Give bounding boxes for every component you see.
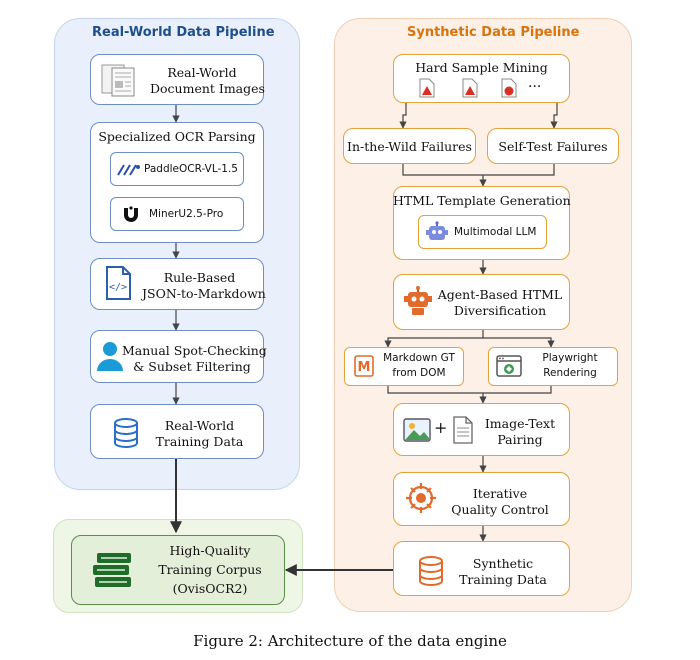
document-images-icon [100,63,140,101]
books-icon [91,547,135,595]
playwright-label-2: Rendering [543,367,597,379]
in-the-wild-box [343,128,476,164]
text-document-icon [452,416,474,448]
svg-text:</>: </> [109,282,127,293]
database-icon [113,418,139,452]
hard-sample-mining-label: Hard Sample Mining [415,60,548,75]
mineru-label: MinerU2.5-Pro [149,208,224,220]
warning-doc-icon [418,78,436,102]
svg-text:M: M [358,360,371,375]
person-icon [96,340,124,376]
corpus-label-3: (OvisOCR2) [172,581,248,596]
figure-caption: Figure 2: Architecture of the data engin… [193,632,507,650]
quality-control-label-1: Iterative [472,486,528,501]
document-images-label-2: Document Images [150,81,265,96]
json-to-markdown-label-2: JSON-to-Markdown [142,286,266,301]
browser-window-icon [496,355,522,381]
more-ellipsis: ··· [528,79,542,95]
multimodal-llm-label: Multimodal LLM [454,226,537,238]
paddleocr-logo-icon [116,162,142,181]
error-doc-icon [500,78,518,102]
document-images-label-1: Real-World [167,65,237,80]
synthetic-panel-title: Synthetic Data Pipeline [407,25,580,40]
template-generation-label: HTML Template Generation [393,193,571,208]
markdown-gt-label-2: from DOM [392,367,446,379]
robot-icon [426,221,448,247]
paddleocr-label: PaddleOCR-VL-1.5 [144,163,238,175]
spot-checking-label-2: & Subset Filtering [133,359,251,374]
playwright-label-1: Playwright [542,352,598,364]
corpus-label-1: High-Quality [169,543,251,558]
spot-checking-label-1: Manual Spot-Checking [122,343,267,358]
self-test-box [487,128,619,164]
corpus-label-2: Training Corpus [158,562,262,577]
mineru-box [110,197,244,231]
self-test-label: Self-Test Failures [498,139,608,154]
database-icon [418,556,444,590]
markdown-gt-label-1: Markdown GT [383,352,455,364]
ocr-parsing-label: Specialized OCR Parsing [98,129,256,144]
spot-checking-box [90,330,264,383]
code-file-icon: </> [104,265,132,305]
synthetic-training-data-label-1: Synthetic [472,556,534,571]
synthetic-training-data-label-2: Training Data [459,572,547,587]
agent-diversification-label-1: Agent-Based HTML [437,287,563,302]
quality-control-target-icon [405,482,437,518]
image-text-pairing-label-2: Pairing [497,432,543,447]
image-text-pairing-label-1: Image-Text [484,416,556,431]
quality-control-label-2: Quality Control [451,502,549,517]
real-world-training-data-label-2: Training Data [155,434,244,449]
warning-doc-icon [461,78,479,102]
paddleocr-box [110,152,244,186]
real-world-training-data-label-1: Real-World [164,418,235,433]
markdown-m-icon: M [354,355,374,381]
in-the-wild-label: In-the-Wild Failures [347,139,472,154]
mineru-logo-icon [121,204,141,228]
real-world-panel-title: Real-World Data Pipeline [92,25,275,40]
image-icon [403,418,431,446]
real-world-training-data-box [90,404,264,459]
robot-agent-icon [404,286,432,320]
agent-diversification-label-2: Diversification [453,303,547,318]
synthetic-training-data-box [393,541,570,596]
json-to-markdown-label-1: Rule-Based [163,270,236,285]
plus-sign: + [434,418,448,437]
